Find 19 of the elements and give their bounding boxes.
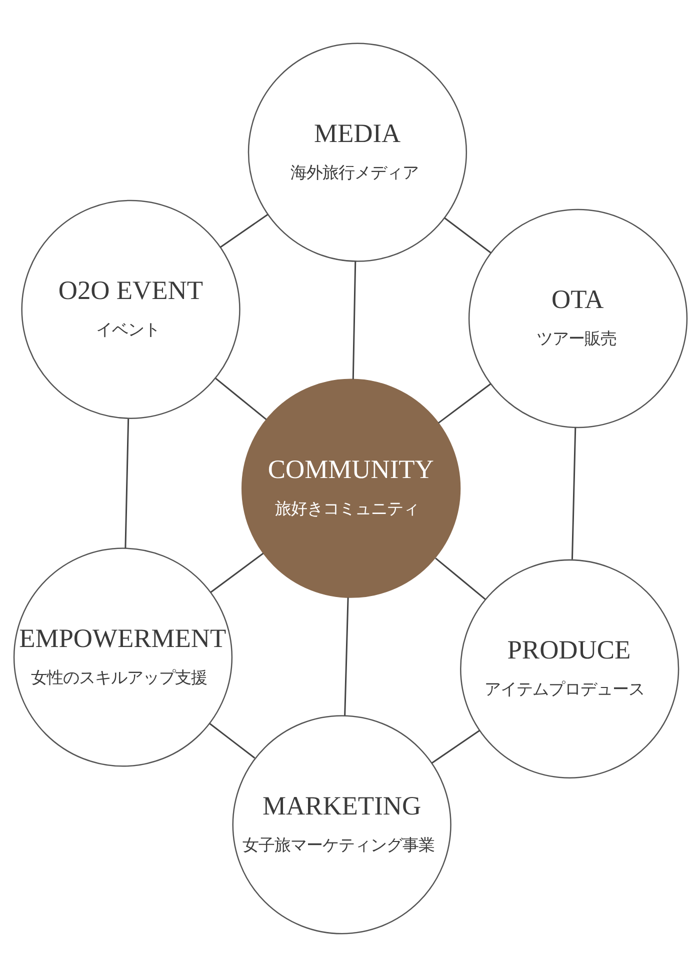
node-circle: MEDIA 海外旅行メディア (247, 42, 467, 262)
connector (208, 722, 255, 758)
connector (431, 729, 480, 764)
connector (344, 597, 348, 715)
connector (219, 213, 268, 248)
connector (434, 557, 486, 600)
node-circle: MARKETING 女子旅マーケティング事業 (232, 714, 451, 934)
connector (124, 418, 129, 548)
node-circle: PRODUCE アイテムプロデュース (460, 558, 679, 778)
connector (444, 216, 491, 253)
node-circle: EMPOWERMENT 女性のスキルアップ支援 (12, 547, 232, 766)
node-circle: OTA ツアー販売 (468, 208, 688, 428)
node-circle: O2O EVENT イベント (20, 199, 240, 418)
connector (438, 382, 491, 424)
connector (210, 552, 264, 592)
connector (214, 377, 266, 420)
connector (352, 260, 356, 379)
connector (570, 426, 576, 559)
node-circle: COMMUNITY 旅好きコミュニティ (240, 378, 460, 598)
